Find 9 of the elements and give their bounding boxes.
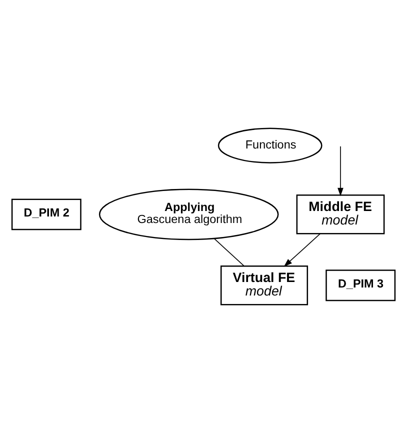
arrow <box>284 232 320 266</box>
connector <box>214 237 244 266</box>
node-box: D_PIM 2 <box>11 198 82 230</box>
node-ellipse: Applying Gascuena algorithm <box>98 188 279 240</box>
node-ellipse: Functions <box>218 127 322 163</box>
node-box: D_PIM 3 <box>326 269 396 301</box>
node-box: Virtual FE model <box>220 264 308 305</box>
arrow <box>338 146 344 196</box>
node-box: Middle FE model <box>296 194 385 234</box>
